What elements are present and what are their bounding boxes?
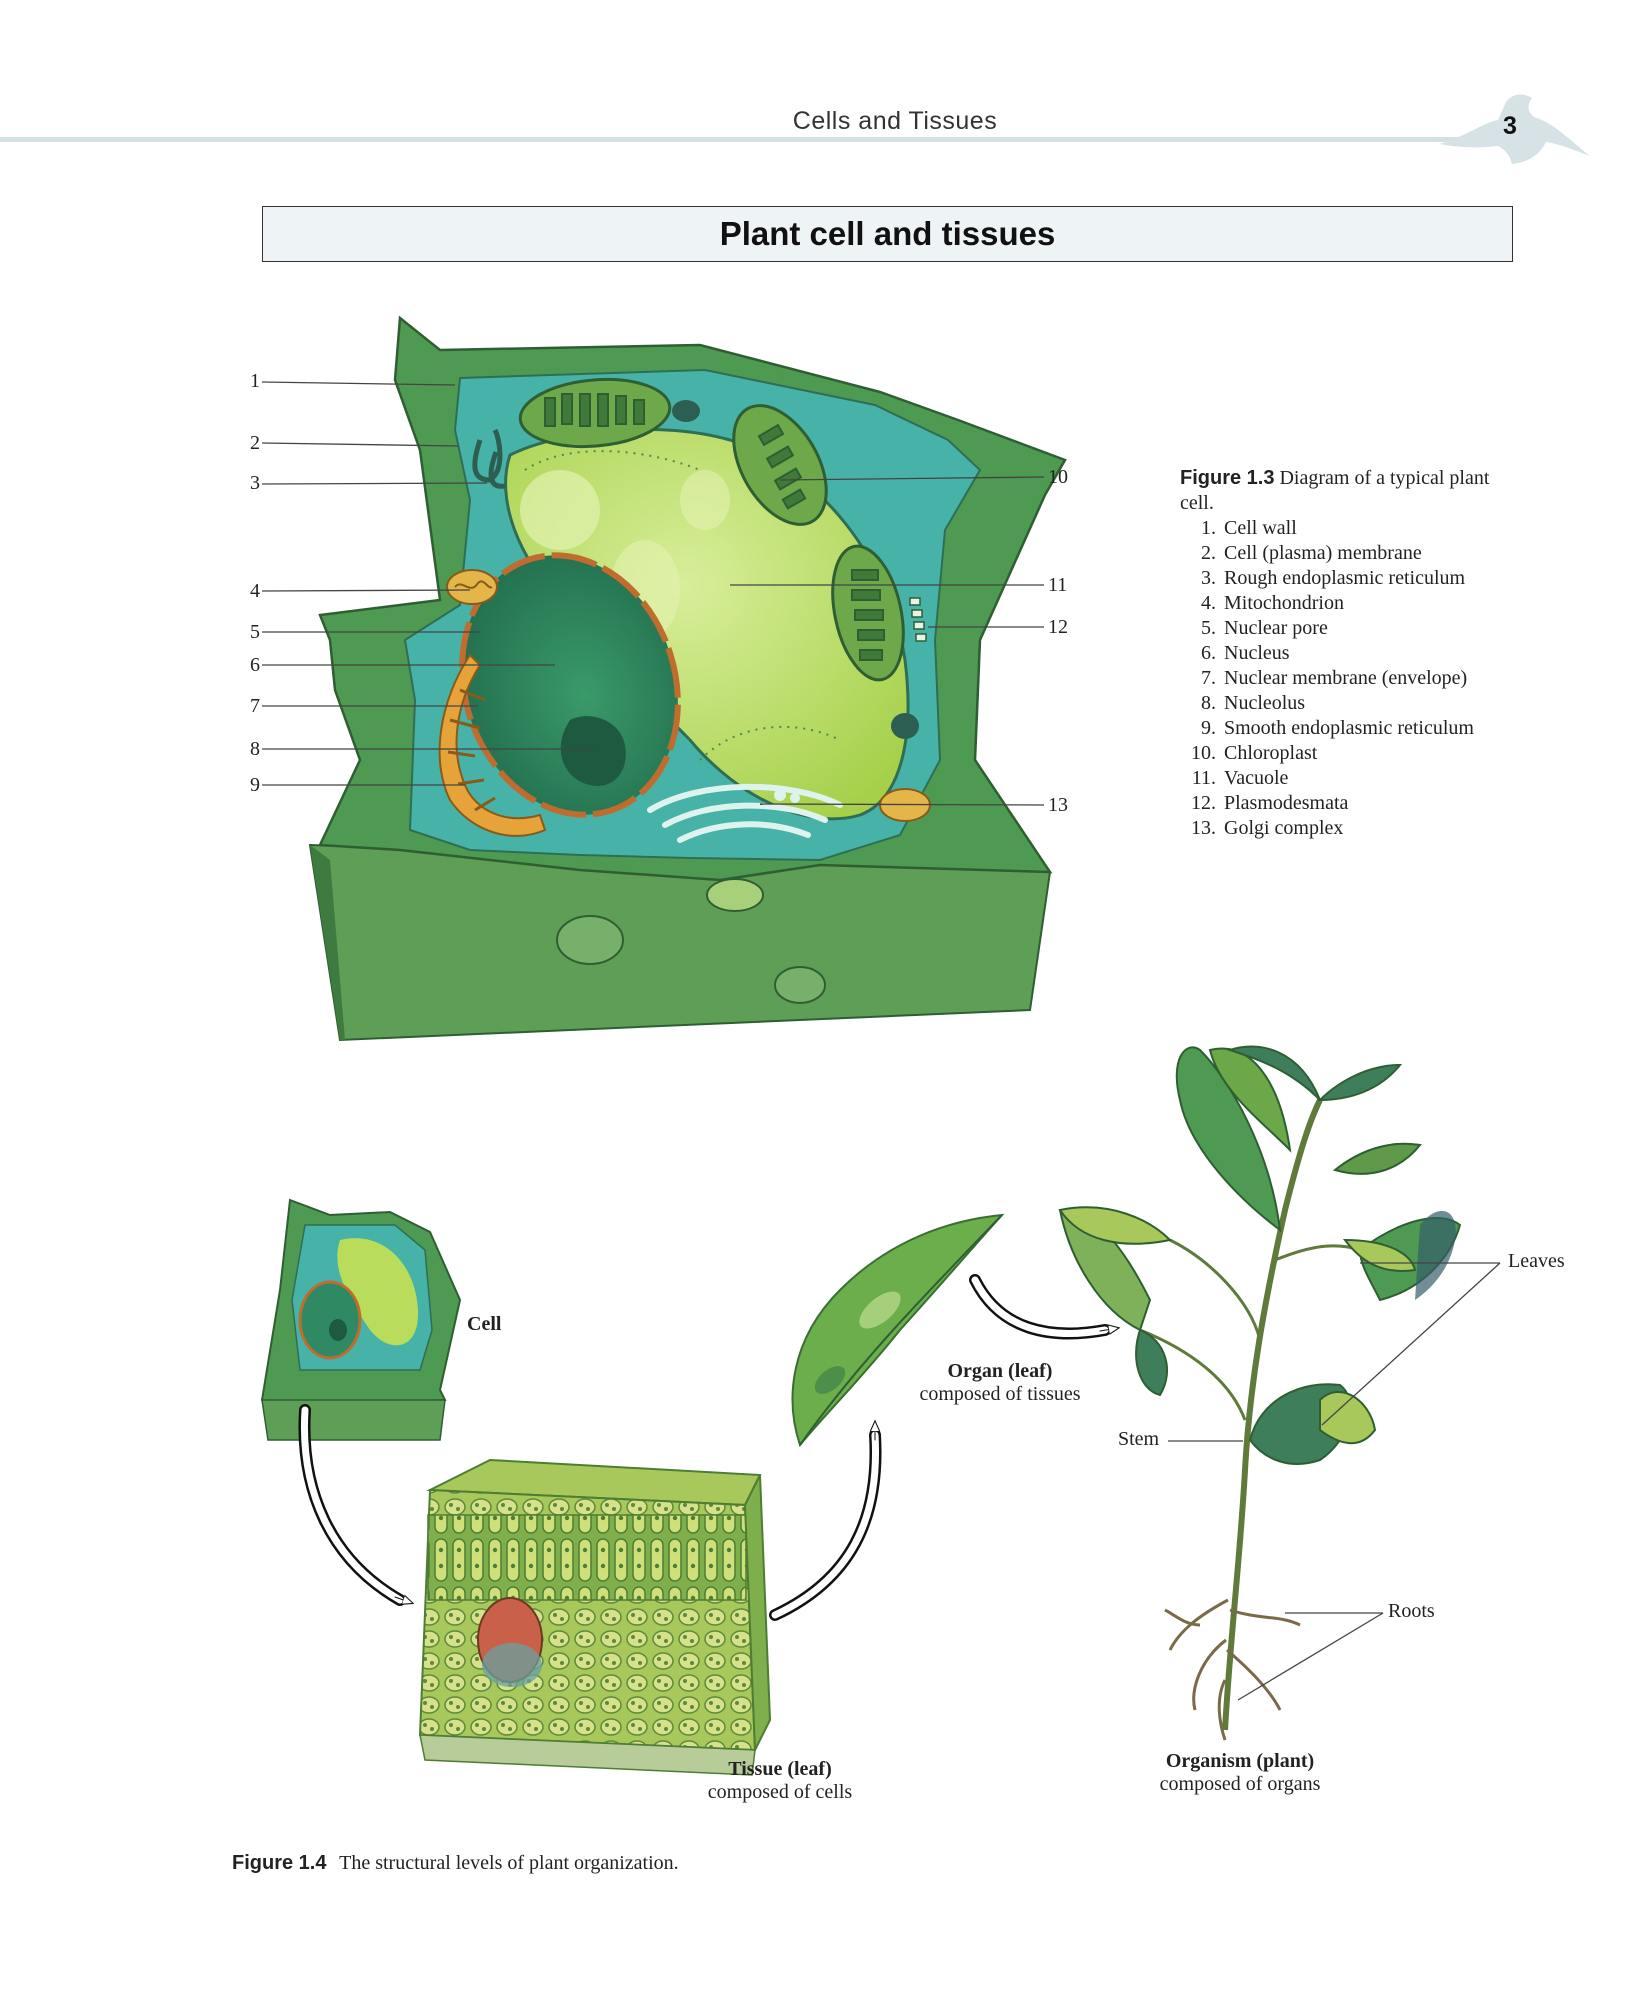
cell-label: Cell xyxy=(467,1313,502,1335)
plant-label-lines xyxy=(1168,1262,1501,1701)
flow-arrows xyxy=(298,1274,1118,1621)
bird-icon xyxy=(1440,94,1590,164)
organ-title: Organ (leaf) xyxy=(947,1360,1053,1382)
leaves-label: Leaves xyxy=(1508,1250,1565,1272)
stem-label: Stem xyxy=(1118,1428,1160,1450)
legend-item: 2.Cell (plasma) membrane xyxy=(1201,542,1422,564)
callout-10: 10 xyxy=(1048,466,1068,488)
leaf-organ-image xyxy=(791,1213,1005,1448)
legend-item: 8.Nucleolus xyxy=(1201,692,1306,714)
figure-1-3-legend: 1.Cell wall 2.Cell (plasma) membrane 3.R… xyxy=(1180,516,1520,841)
figure-1-3-label: Figure 1.3 xyxy=(1180,467,1275,489)
legend-item: 4.Mitochondrion xyxy=(1201,592,1344,614)
callout-11: 11 xyxy=(1048,574,1068,596)
legend-item: 11.Vacuole xyxy=(1191,767,1289,789)
legend-item: 5.Nuclear pore xyxy=(1201,617,1328,639)
figure-1-4-label: Figure 1.4 xyxy=(232,1852,327,1874)
section-title-box: Plant cell and tissues xyxy=(262,206,1513,262)
callout-2: 2 xyxy=(250,432,260,454)
callout-13: 13 xyxy=(1048,794,1068,816)
small-cell-image xyxy=(260,1198,462,1441)
figure-1-3-caption-text: Diagram of a typical plant cell. xyxy=(1180,467,1490,514)
section-title: Plant cell and tissues xyxy=(719,215,1056,252)
header-rule xyxy=(0,137,1560,142)
legend-item: 12.Plasmodesmata xyxy=(1191,792,1349,814)
plant-organism-image xyxy=(1058,1045,1462,1741)
tissue-label: Tissue (leaf) composed of cells xyxy=(660,1758,900,1804)
legend-item: 1.Cell wall xyxy=(1201,517,1297,539)
callout-3: 3 xyxy=(250,472,260,494)
legend-item: 9.Smooth endoplasmic reticulum xyxy=(1201,717,1474,739)
roots-label: Roots xyxy=(1388,1600,1435,1622)
legend-item: 13.Golgi complex xyxy=(1191,817,1344,839)
organ-subtitle: composed of tissues xyxy=(919,1383,1081,1405)
figure-1-3-caption: Figure 1.3 Diagram of a typical plant ce… xyxy=(1180,466,1520,841)
running-head: Cells and Tissues xyxy=(792,107,998,135)
callout-5: 5 xyxy=(250,621,260,643)
callout-8: 8 xyxy=(250,738,260,760)
callout-12: 12 xyxy=(1048,616,1068,638)
callout-7: 7 xyxy=(250,695,260,717)
legend-item: 3.Rough endoplasmic reticulum xyxy=(1201,567,1466,589)
figure-1-4-caption: Figure 1.4 The structural levels of plan… xyxy=(232,1852,679,1875)
plant-cell-diagram xyxy=(308,315,1067,1042)
callout-6: 6 xyxy=(250,654,260,676)
figure-1-4-caption-text: The structural levels of plant organizat… xyxy=(339,1852,679,1874)
legend-item: 7.Nuclear membrane (envelope) xyxy=(1201,667,1468,689)
callout-lines xyxy=(261,381,1045,806)
page-number: 3 xyxy=(1503,112,1517,140)
organ-label: Organ (leaf) composed of tissues xyxy=(880,1360,1120,1406)
organism-label: Organism (plant) composed of organs xyxy=(1110,1750,1370,1796)
organism-title: Organism (plant) xyxy=(1165,1750,1315,1772)
callout-1: 1 xyxy=(250,370,260,392)
tissue-title: Tissue (leaf) xyxy=(728,1758,832,1780)
legend-item: 6.Nucleus xyxy=(1201,642,1290,664)
leaf-tissue-image xyxy=(418,1458,772,1776)
callout-9: 9 xyxy=(250,774,260,796)
tissue-subtitle: composed of cells xyxy=(707,1781,853,1803)
organism-subtitle: composed of organs xyxy=(1159,1773,1321,1795)
callout-4: 4 xyxy=(250,580,260,602)
legend-item: 10.Chloroplast xyxy=(1191,742,1318,764)
